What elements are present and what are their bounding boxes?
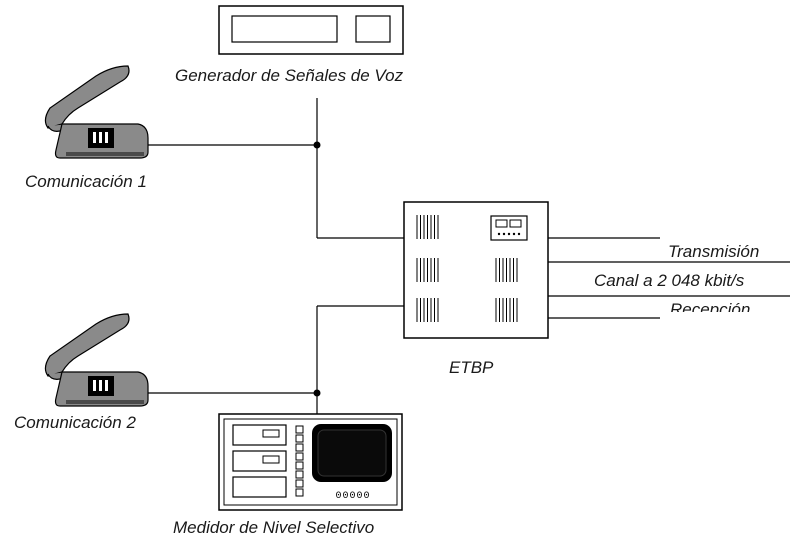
etbp-equipment <box>403 201 549 339</box>
voice-generator-device <box>218 5 404 55</box>
junction-dot-top <box>313 141 321 149</box>
label-etbp: ETBP <box>449 358 494 377</box>
label-canal: Canal a 2 048 kbit/s <box>594 271 745 290</box>
telephone-2-icon <box>44 313 149 407</box>
selective-level-meter: 00000 <box>218 413 403 511</box>
junction-dot-bottom <box>313 389 321 397</box>
label-voice-generator: Generador de Señales de Voz <box>175 66 404 85</box>
label-transmision: Transmisión <box>668 242 760 261</box>
label-recepcion: Recepción <box>670 300 751 312</box>
meter-knob-column <box>295 425 304 497</box>
label-comunicacion-1: Comunicación 1 <box>25 172 147 187</box>
label-meter: Medidor de Nivel Selectivo <box>173 518 375 537</box>
etbp-vent-slots <box>416 215 518 322</box>
telephone-1-icon <box>44 65 149 159</box>
wiring <box>140 98 790 414</box>
label-comunicacion-2: Comunicación 2 <box>14 413 136 432</box>
meter-readout: 00000 <box>335 491 370 502</box>
